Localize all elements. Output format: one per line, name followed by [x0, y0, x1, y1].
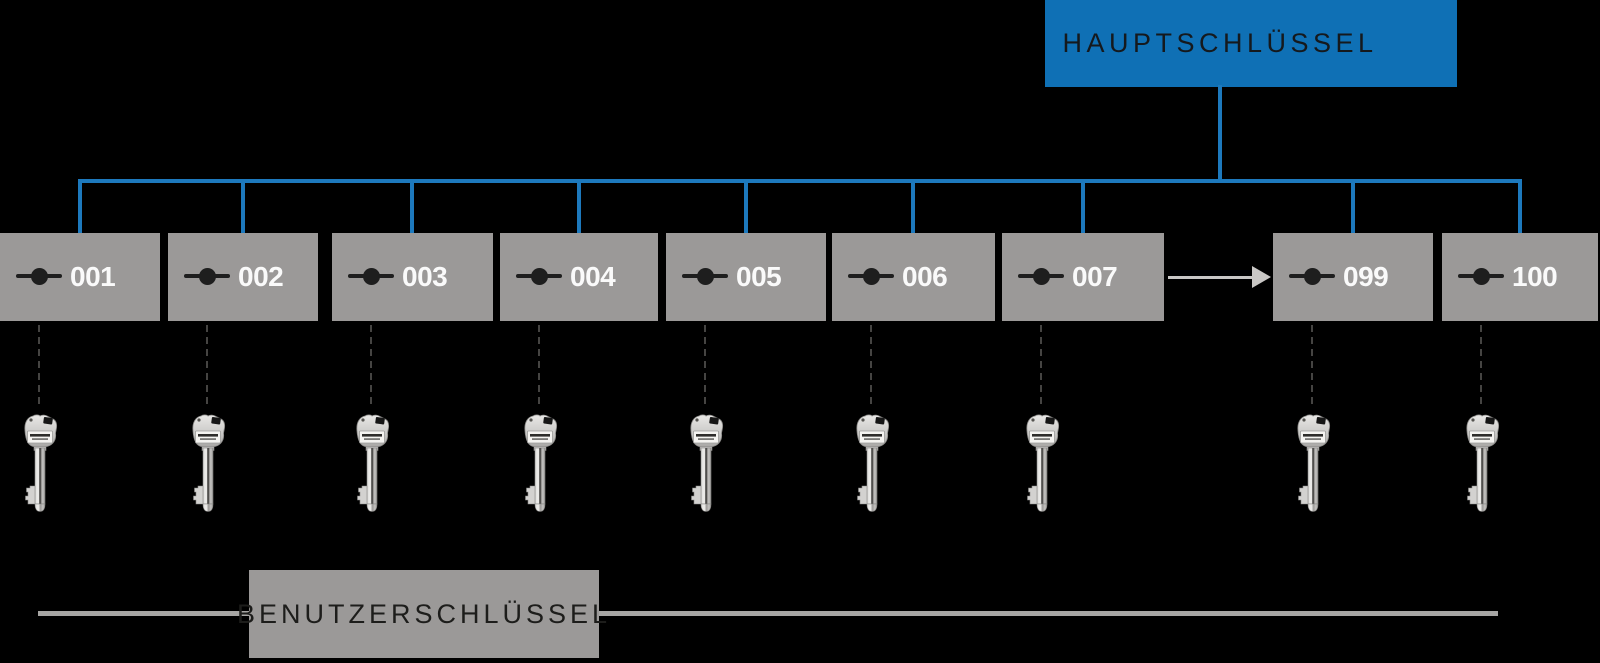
key-column-003: 003	[332, 233, 493, 513]
key-number: 003	[402, 261, 448, 292]
user-keys-line-left	[38, 611, 249, 616]
key-cylinder-dot-icon	[697, 268, 714, 285]
connector-drop	[410, 180, 414, 233]
key-column-100: 100	[1442, 233, 1598, 513]
dashed-link	[38, 325, 40, 408]
dashed-link	[370, 325, 372, 408]
dashed-link	[1480, 325, 1482, 408]
dashed-link	[1040, 325, 1042, 408]
key-cylinder-dot-icon	[1304, 268, 1321, 285]
master-key-box: HAUPTSCHLÜSSEL	[1045, 0, 1457, 87]
dashed-link	[538, 325, 540, 408]
key-number: 002	[238, 261, 284, 292]
connector-drop	[744, 180, 748, 233]
user-keys-label-box: BENUTZERSCHLÜSSEL	[237, 570, 607, 658]
key-cylinder-dot-icon	[363, 268, 380, 285]
connector-drop	[911, 180, 915, 233]
connector-bus	[78, 179, 1522, 183]
key-box: 100	[1442, 233, 1598, 321]
connector-drop	[1518, 180, 1522, 233]
connector-drop	[241, 180, 245, 233]
bit-key-icon	[520, 414, 560, 512]
continuation-arrow-line	[1168, 276, 1254, 279]
key-cylinder-dot-icon	[863, 268, 880, 285]
dashed-link	[704, 325, 706, 408]
key-column-099: 099	[1273, 233, 1433, 513]
bit-key-icon	[188, 414, 228, 512]
bit-key-icon	[1462, 414, 1502, 512]
bit-key-icon	[686, 414, 726, 512]
key-number: 100	[1512, 261, 1558, 292]
user-keys-line-right	[599, 611, 1498, 616]
bit-key-icon	[1293, 414, 1333, 512]
dashed-link	[206, 325, 208, 408]
key-box: 002	[168, 233, 318, 321]
key-column-005: 005	[666, 233, 826, 513]
connector-drop	[1081, 180, 1085, 233]
key-number: 005	[736, 261, 782, 292]
key-box: 006	[832, 233, 995, 321]
connector-stem	[1218, 85, 1222, 183]
bit-key-icon	[20, 414, 60, 512]
key-cylinder-dot-icon	[31, 268, 48, 285]
key-number: 004	[570, 261, 616, 292]
key-box: 003	[332, 233, 493, 321]
key-column-001: 001	[0, 233, 160, 513]
bit-key-icon	[1022, 414, 1062, 512]
key-box: 001	[0, 233, 160, 321]
connector-drop	[577, 180, 581, 233]
key-cylinder-dot-icon	[1473, 268, 1490, 285]
key-cylinder-dot-icon	[199, 268, 216, 285]
key-cylinder-dot-icon	[1033, 268, 1050, 285]
connector-drop	[78, 180, 82, 244]
bit-key-icon	[352, 414, 392, 512]
key-column-006: 006	[832, 233, 995, 513]
key-number: 001	[70, 261, 116, 292]
dashed-link	[870, 325, 872, 408]
key-number: 099	[1343, 261, 1389, 292]
key-number: 007	[1072, 261, 1118, 292]
continuation-arrow-head-icon	[1252, 266, 1271, 288]
key-column-002: 002	[168, 233, 318, 513]
key-number: 006	[902, 261, 948, 292]
connector-drop	[1351, 180, 1355, 233]
key-cylinder-dot-icon	[531, 268, 548, 285]
dashed-link	[1311, 325, 1313, 408]
key-box: 007	[1002, 233, 1164, 321]
key-column-007: 007	[1002, 233, 1164, 513]
key-box: 005	[666, 233, 826, 321]
user-keys-label: BENUTZERSCHLÜSSEL	[236, 598, 612, 629]
key-box: 004	[500, 233, 658, 321]
key-column-004: 004	[500, 233, 658, 513]
master-key-label: HAUPTSCHLÜSSEL	[1062, 28, 1378, 58]
bit-key-icon	[852, 414, 892, 512]
key-box: 099	[1273, 233, 1433, 321]
